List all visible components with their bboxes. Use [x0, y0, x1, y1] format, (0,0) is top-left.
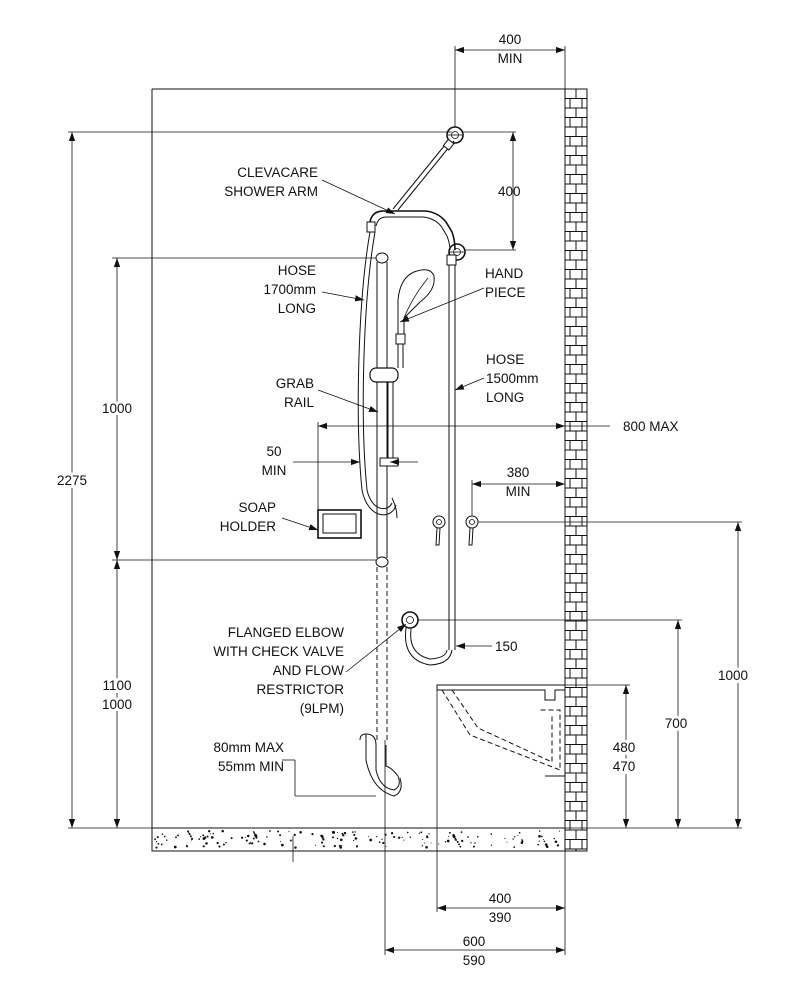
label-hose-1500-1: HOSE: [486, 352, 524, 367]
dim-top-offset-2: MIN: [498, 51, 523, 66]
label-soap-holder-1: SOAP: [238, 500, 276, 515]
label-shower-arm-2: SHOWER ARM: [224, 184, 318, 199]
dim-rail-length: 1000: [102, 401, 132, 416]
label-grab-rail-1: GRAB: [276, 376, 314, 391]
dim-rail-height-1: 1100: [102, 678, 131, 693]
dim-rail-height-2: 1000: [102, 697, 132, 712]
dim-tap-height: 1000: [718, 668, 748, 683]
dim-top-offset-1: 400: [499, 32, 522, 47]
dim-rail-gap-2: MIN: [262, 463, 287, 478]
soap-holder: [317, 509, 362, 539]
dim-overall-height: 2275: [57, 473, 87, 488]
basin: [436, 684, 566, 777]
label-soap-holder-2: HOLDER: [220, 519, 277, 534]
label-flanged-elbow-2: WITH CHECK VALVE: [213, 644, 344, 659]
dimension-lines: [68, 46, 742, 955]
tap-right: [465, 515, 479, 546]
label-hand-piece-1: HAND: [485, 266, 524, 281]
hand-piece: [395, 269, 435, 368]
label-flanged-elbow-4: RESTRICTOR: [256, 682, 344, 697]
dim-tap-offset-2: MIN: [506, 484, 531, 499]
dim-rail-projection-2: 590: [463, 953, 486, 968]
label-hose-1500-3: LONG: [486, 390, 524, 405]
label-hose-1500-2: 1500mm: [486, 371, 539, 386]
tap-left: [432, 515, 446, 546]
grab-rail: [369, 252, 399, 568]
dim-basin-projection-2: 390: [489, 910, 512, 925]
floor-slab: [151, 827, 566, 852]
wall-outline: [151, 88, 565, 852]
dim-rail-projection-1: 600: [463, 934, 486, 949]
label-flanged-elbow-3: AND FLOW: [273, 663, 345, 678]
label-hose-1700-2: 1700mm: [263, 282, 316, 297]
label-flanged-elbow-5: (9LPM): [300, 701, 344, 716]
label-hose-1700-3: LONG: [278, 301, 316, 316]
label-hand-piece-2: PIECE: [485, 285, 526, 300]
leader-lines: [281, 179, 485, 673]
label-grab-rail-2: RAIL: [284, 395, 315, 410]
dim-rail-gap-1: 50: [266, 444, 281, 459]
hose-1700: [357, 231, 397, 516]
dim-elbow-offset: 150: [495, 639, 518, 654]
dimension-labels: 400 MIN 400 2275 1000 1100 1000 800 MAX …: [54, 32, 751, 968]
brick-wall: [564, 88, 588, 852]
label-shower-arm-1: CLEVACARE: [237, 165, 318, 180]
rail-dashed-projection: [359, 567, 402, 797]
label-rail-offset-2: 55mm MIN: [218, 759, 284, 774]
shower-arm: [366, 126, 466, 650]
dim-basin-height-1: 480: [613, 740, 636, 755]
dim-basin-height-2: 470: [613, 759, 636, 774]
component-labels: CLEVACARE SHOWER ARM HOSE 1700mm LONG HA…: [213, 165, 538, 774]
label-rail-offset-1: 80mm MAX: [213, 740, 284, 755]
dim-tap-offset-1: 380: [507, 465, 530, 480]
dim-arm-drop: 400: [498, 184, 521, 199]
dim-elbow-height: 700: [665, 716, 688, 731]
dim-basin-projection-1: 400: [489, 891, 512, 906]
dim-wall-clearance: 800 MAX: [623, 419, 679, 434]
label-flanged-elbow-1: FLANGED ELBOW: [228, 625, 345, 640]
label-hose-1700-1: HOSE: [278, 263, 316, 278]
